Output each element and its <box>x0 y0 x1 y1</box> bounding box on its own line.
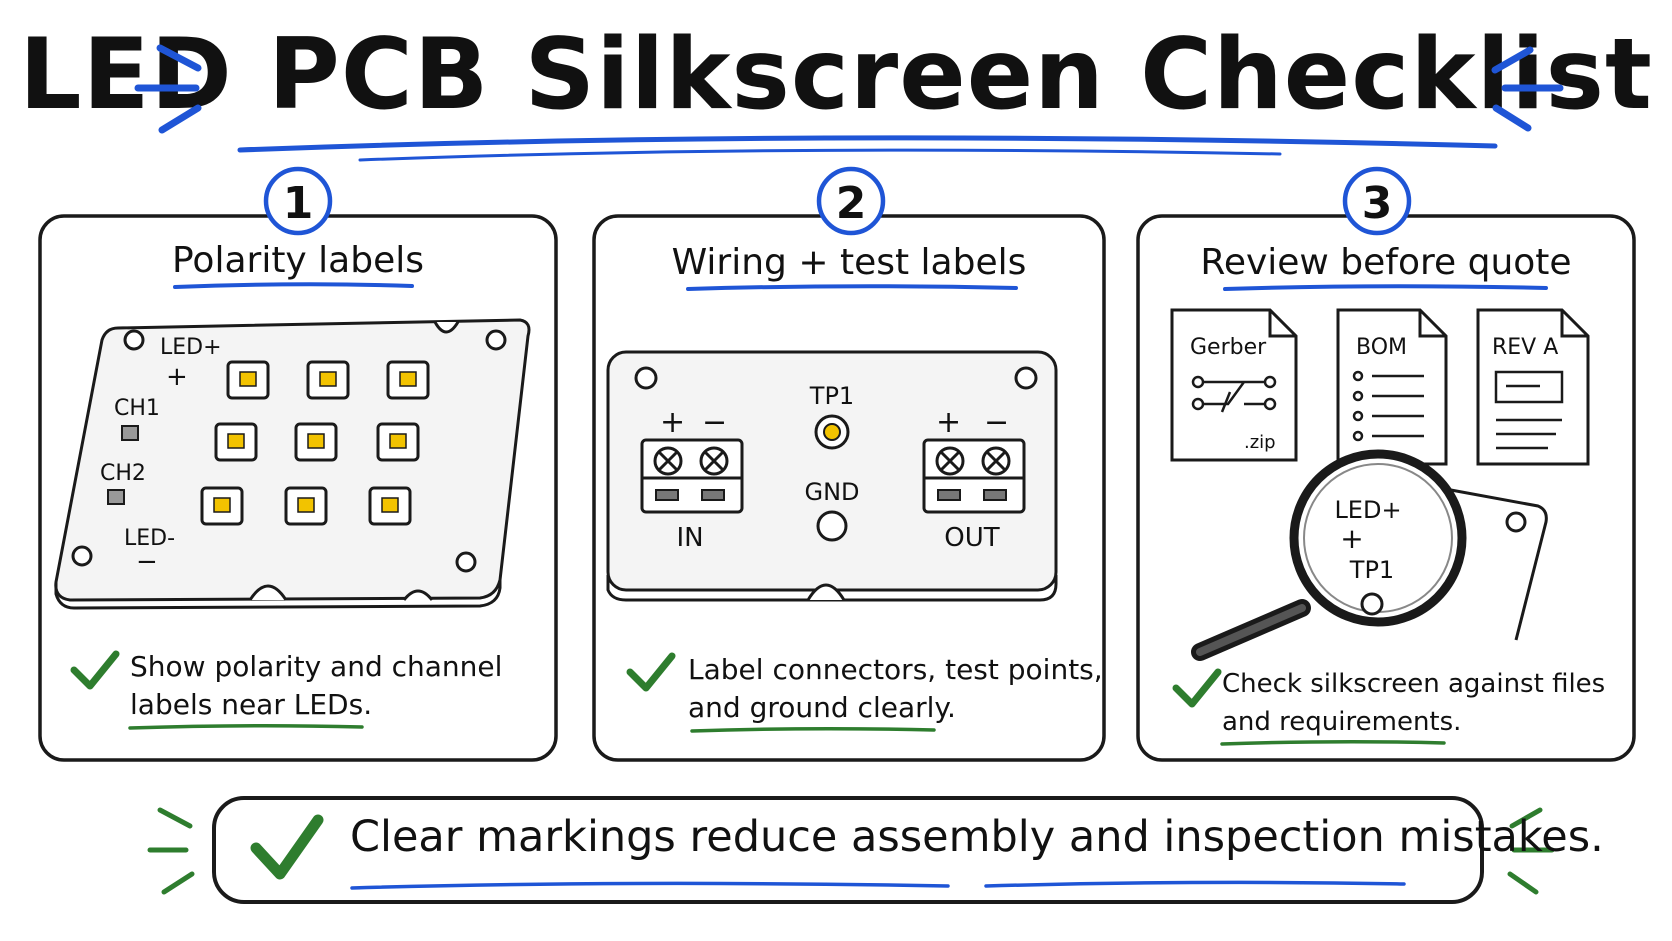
panel-3-caption: Check silkscreen against files and requi… <box>1222 665 1605 741</box>
check-icon <box>70 650 120 690</box>
badge-3-number: 3 <box>1362 178 1393 229</box>
input-terminal-block <box>640 438 744 514</box>
badge-1-circle <box>263 166 333 236</box>
caption-line: Label connectors, test points, <box>688 653 1103 686</box>
board-label-ch1: CH1 <box>114 396 160 421</box>
footer-frame <box>212 796 1484 904</box>
gerber-doc-label: Gerber <box>1190 335 1267 360</box>
tp1-label: TP1 <box>809 382 854 410</box>
footer-check-icon <box>250 814 324 880</box>
footer-message: Clear markings reduce assembly and inspe… <box>350 812 1604 862</box>
gnd-test-point <box>816 510 848 542</box>
in-minus-label: − <box>702 405 727 440</box>
in-plus-label: + <box>660 405 685 440</box>
panel-1-heading: Polarity labels <box>172 240 424 281</box>
magnifier-lens <box>1289 449 1467 627</box>
bom-doc-label: BOM <box>1356 335 1407 360</box>
caption-line: labels near LEDs. <box>130 688 373 721</box>
zip-label: .zip <box>1244 432 1276 453</box>
gerber-document-icon: Gerber .zip <box>1170 308 1298 462</box>
footer-spark-right-icon <box>1507 807 1555 895</box>
board-label-plus: + <box>166 362 188 392</box>
led-array <box>200 360 430 526</box>
badge-2-number: 2 <box>836 178 867 229</box>
output-terminal-block <box>922 438 1026 514</box>
check-icon <box>1172 668 1222 708</box>
caption-line: and requirements. <box>1222 707 1462 737</box>
title-spark-right-icon <box>1491 46 1564 132</box>
out-label: OUT <box>944 523 999 553</box>
bom-document-icon: BOM <box>1336 308 1448 466</box>
magnifier-plus: + <box>1340 522 1363 555</box>
revision-document-icon: REV A <box>1476 308 1590 466</box>
board-label-led-minus: LED- <box>124 526 175 551</box>
panel-1-caption: Show polarity and channel labels near LE… <box>130 648 502 724</box>
panel-3-heading: Review before quote <box>1200 242 1572 283</box>
title-spark-left-icon <box>134 44 202 134</box>
gnd-label: GND <box>804 478 859 506</box>
badge-3-circle <box>1342 166 1412 236</box>
page-title: LED PCB Silkscreen Checklist <box>19 18 1653 132</box>
magnifier-board-illustration: LED+ + TP1 <box>1191 449 1548 661</box>
check-icon <box>626 652 676 692</box>
wiring-board-illustration: + − IN TP1 GND + − <box>606 350 1058 602</box>
led-board-illustration: LED+ + CH1 CH2 LED- − <box>54 318 531 610</box>
caption-line: Show polarity and channel <box>130 650 503 683</box>
badge-2-circle <box>816 166 886 236</box>
footer-spark-left-icon <box>147 807 195 895</box>
out-plus-label: + <box>936 405 961 440</box>
board-label-minus: − <box>136 547 158 577</box>
badge-1-number: 1 <box>283 178 314 229</box>
caption-line: and ground clearly. <box>688 691 956 724</box>
magnifier-led-plus: LED+ <box>1334 496 1401 524</box>
board-label-led-plus: LED+ <box>160 335 222 360</box>
out-minus-label: − <box>984 405 1009 440</box>
panel-2-caption: Label connectors, test points, and groun… <box>688 651 1103 727</box>
caption-line: Check silkscreen against files <box>1222 669 1606 699</box>
board-label-ch2: CH2 <box>100 461 146 486</box>
magnifier-tp1: TP1 <box>1349 556 1394 584</box>
title-underline <box>237 135 1498 153</box>
in-label: IN <box>676 523 703 553</box>
rev-doc-label: REV A <box>1492 335 1558 360</box>
panel-2-heading: Wiring + test labels <box>671 242 1027 283</box>
